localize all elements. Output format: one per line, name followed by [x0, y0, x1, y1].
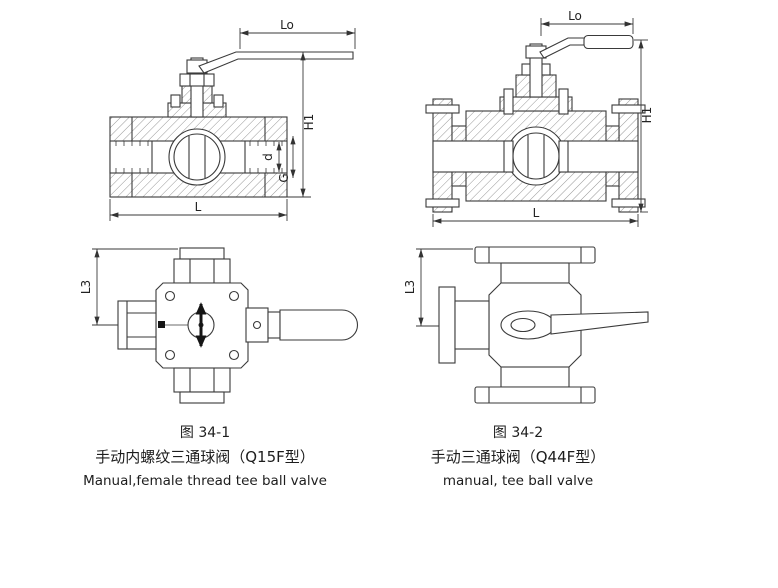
bottom-flange-plate — [474, 386, 596, 404]
seat-ring-right — [558, 140, 569, 173]
left-figure-title-en: Manual,female thread tee ball valve — [83, 473, 327, 489]
flange-bolt — [425, 198, 460, 208]
dim-label-l3-right: L3 — [403, 280, 417, 294]
dim-label-h1-left: H1 — [302, 114, 316, 131]
right-valve-top-view: L3 — [403, 246, 649, 404]
dim-label-lo-right: Lo — [568, 9, 582, 23]
right-figure-title-cn: 手动三通球阀（Q44F型） — [431, 448, 606, 466]
top-port-hex — [173, 258, 231, 284]
lever-hub-hole — [510, 317, 536, 333]
top-port-cap — [179, 247, 225, 260]
dim-label-h1-right: H1 — [640, 107, 654, 124]
dim-label-l-left: L — [195, 200, 202, 214]
side-neck — [454, 300, 490, 350]
bonnet-stud-left — [503, 88, 514, 115]
handle-grip-top-view — [279, 309, 358, 341]
left-valve-section-view: Lo H1 d G L — [109, 18, 356, 221]
right-valve-section-view: Lo H1 L — [425, 9, 654, 227]
handle-mount — [245, 307, 269, 343]
handle-collar — [267, 311, 281, 339]
bottom-port-hex — [173, 367, 231, 393]
left-top-dimensions: L3 — [79, 248, 178, 326]
right-section-dimensions: Lo H1 L — [432, 9, 654, 227]
right-figure-number: 图 34-2 — [493, 425, 543, 441]
dim-label-l-right: L — [533, 206, 540, 220]
handle-lever — [198, 51, 354, 74]
right-top-dimensions: L3 — [403, 248, 473, 327]
flange-bolt — [425, 104, 460, 114]
top-neck — [500, 262, 570, 284]
dim-label-lo-left: Lo — [280, 18, 294, 32]
handle-sleeve — [583, 34, 634, 50]
left-figure-number: 图 34-1 — [180, 425, 230, 441]
bottom-port-cap — [179, 391, 225, 404]
flange-bolt — [611, 198, 646, 208]
ball — [173, 133, 221, 181]
left-section-dimensions: Lo H1 d G L — [109, 18, 356, 221]
packing-gland — [179, 73, 215, 87]
flow-square-mark — [158, 321, 165, 328]
bonnet-bolt-left — [170, 94, 181, 108]
dim-label-l3-left: L3 — [79, 280, 93, 294]
bonnet-stud-right — [558, 88, 569, 115]
seat-ring-left — [503, 140, 514, 173]
bonnet-bolt-right — [213, 94, 224, 108]
lever-bar — [550, 311, 649, 335]
top-flange-plate — [474, 246, 596, 264]
flange-bolt — [611, 104, 646, 114]
female-thread-marks — [115, 141, 283, 173]
dim-label-g-left: G — [277, 173, 291, 182]
side-flange-plate — [438, 286, 456, 364]
right-figure-title-en: manual, tee ball valve — [443, 473, 593, 489]
left-figure-title-cn: 手动内螺纹三通球阀（Q15F型） — [95, 448, 315, 466]
left-valve-top-view: L3 — [79, 247, 358, 404]
bottom-neck — [500, 366, 570, 388]
side-port-hex — [117, 300, 157, 350]
dim-label-d-left: d — [261, 153, 275, 161]
ball-right — [512, 132, 560, 180]
captions: 图 34-1 手动内螺纹三通球阀（Q15F型） Manual,female th… — [83, 425, 605, 489]
